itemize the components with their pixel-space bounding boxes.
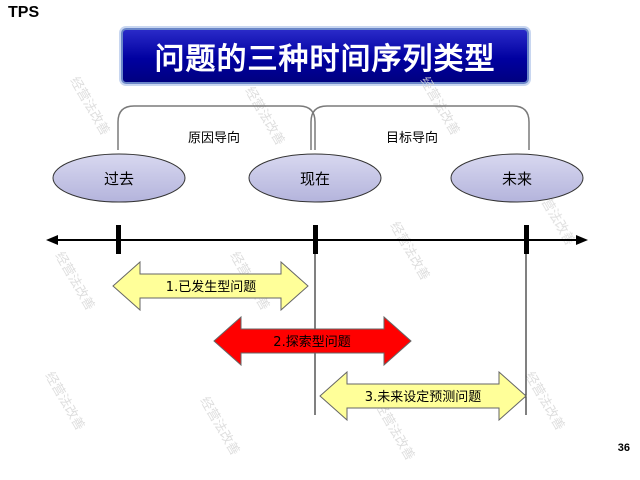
goal-oriented-brace xyxy=(310,105,530,150)
watermark: 经营法改善 xyxy=(387,219,433,283)
arrow-exploratory-label: 2.探索型问题 xyxy=(273,335,350,350)
watermark: 经营法改善 xyxy=(197,394,243,458)
corner-label: TPS xyxy=(8,4,40,21)
arrow-exploratory-shape xyxy=(213,315,412,367)
timepoint-past-label: 过去 xyxy=(104,170,134,188)
arrow-future-shape xyxy=(319,370,527,422)
watermark: 经营法改善 xyxy=(67,74,113,138)
timepoint-present-label: 现在 xyxy=(300,170,330,188)
arrow-future-label: 3.未来设定预测问题 xyxy=(365,390,481,405)
arrow-occurred-shape xyxy=(112,260,309,312)
watermark: 经营法改善 xyxy=(52,249,98,313)
timepoint-future: 未来 xyxy=(450,153,584,203)
tick-present xyxy=(313,225,318,254)
watermark: 经营法改善 xyxy=(372,399,418,463)
arrow-future-problem: 3.未来设定预测问题 xyxy=(319,370,527,422)
timepoint-present: 现在 xyxy=(248,153,382,203)
goal-oriented-label: 目标导向 xyxy=(386,130,438,146)
arrow-exploratory-problem: 2.探索型问题 xyxy=(213,315,412,367)
timeline-axis xyxy=(46,225,588,254)
title-banner: 问题的三种时间序列类型 xyxy=(121,28,529,84)
cause-oriented-label: 原因导向 xyxy=(188,130,240,146)
watermark: 经营法改善 xyxy=(42,369,88,433)
timepoint-past: 过去 xyxy=(52,153,186,203)
tick-future xyxy=(524,225,529,254)
cause-oriented-brace xyxy=(117,105,316,150)
tick-past xyxy=(116,225,121,254)
arrow-occurred-problem: 1.已发生型问题 xyxy=(112,260,309,312)
watermark: 经营法改善 xyxy=(522,369,568,433)
timepoint-future-label: 未来 xyxy=(502,170,532,188)
page-title: 问题的三种时间序列类型 xyxy=(154,42,496,77)
arrow-occurred-label: 1.已发生型问题 xyxy=(166,279,256,295)
page-number: 36 xyxy=(617,442,630,454)
watermark: 经营法改善 xyxy=(242,84,288,148)
